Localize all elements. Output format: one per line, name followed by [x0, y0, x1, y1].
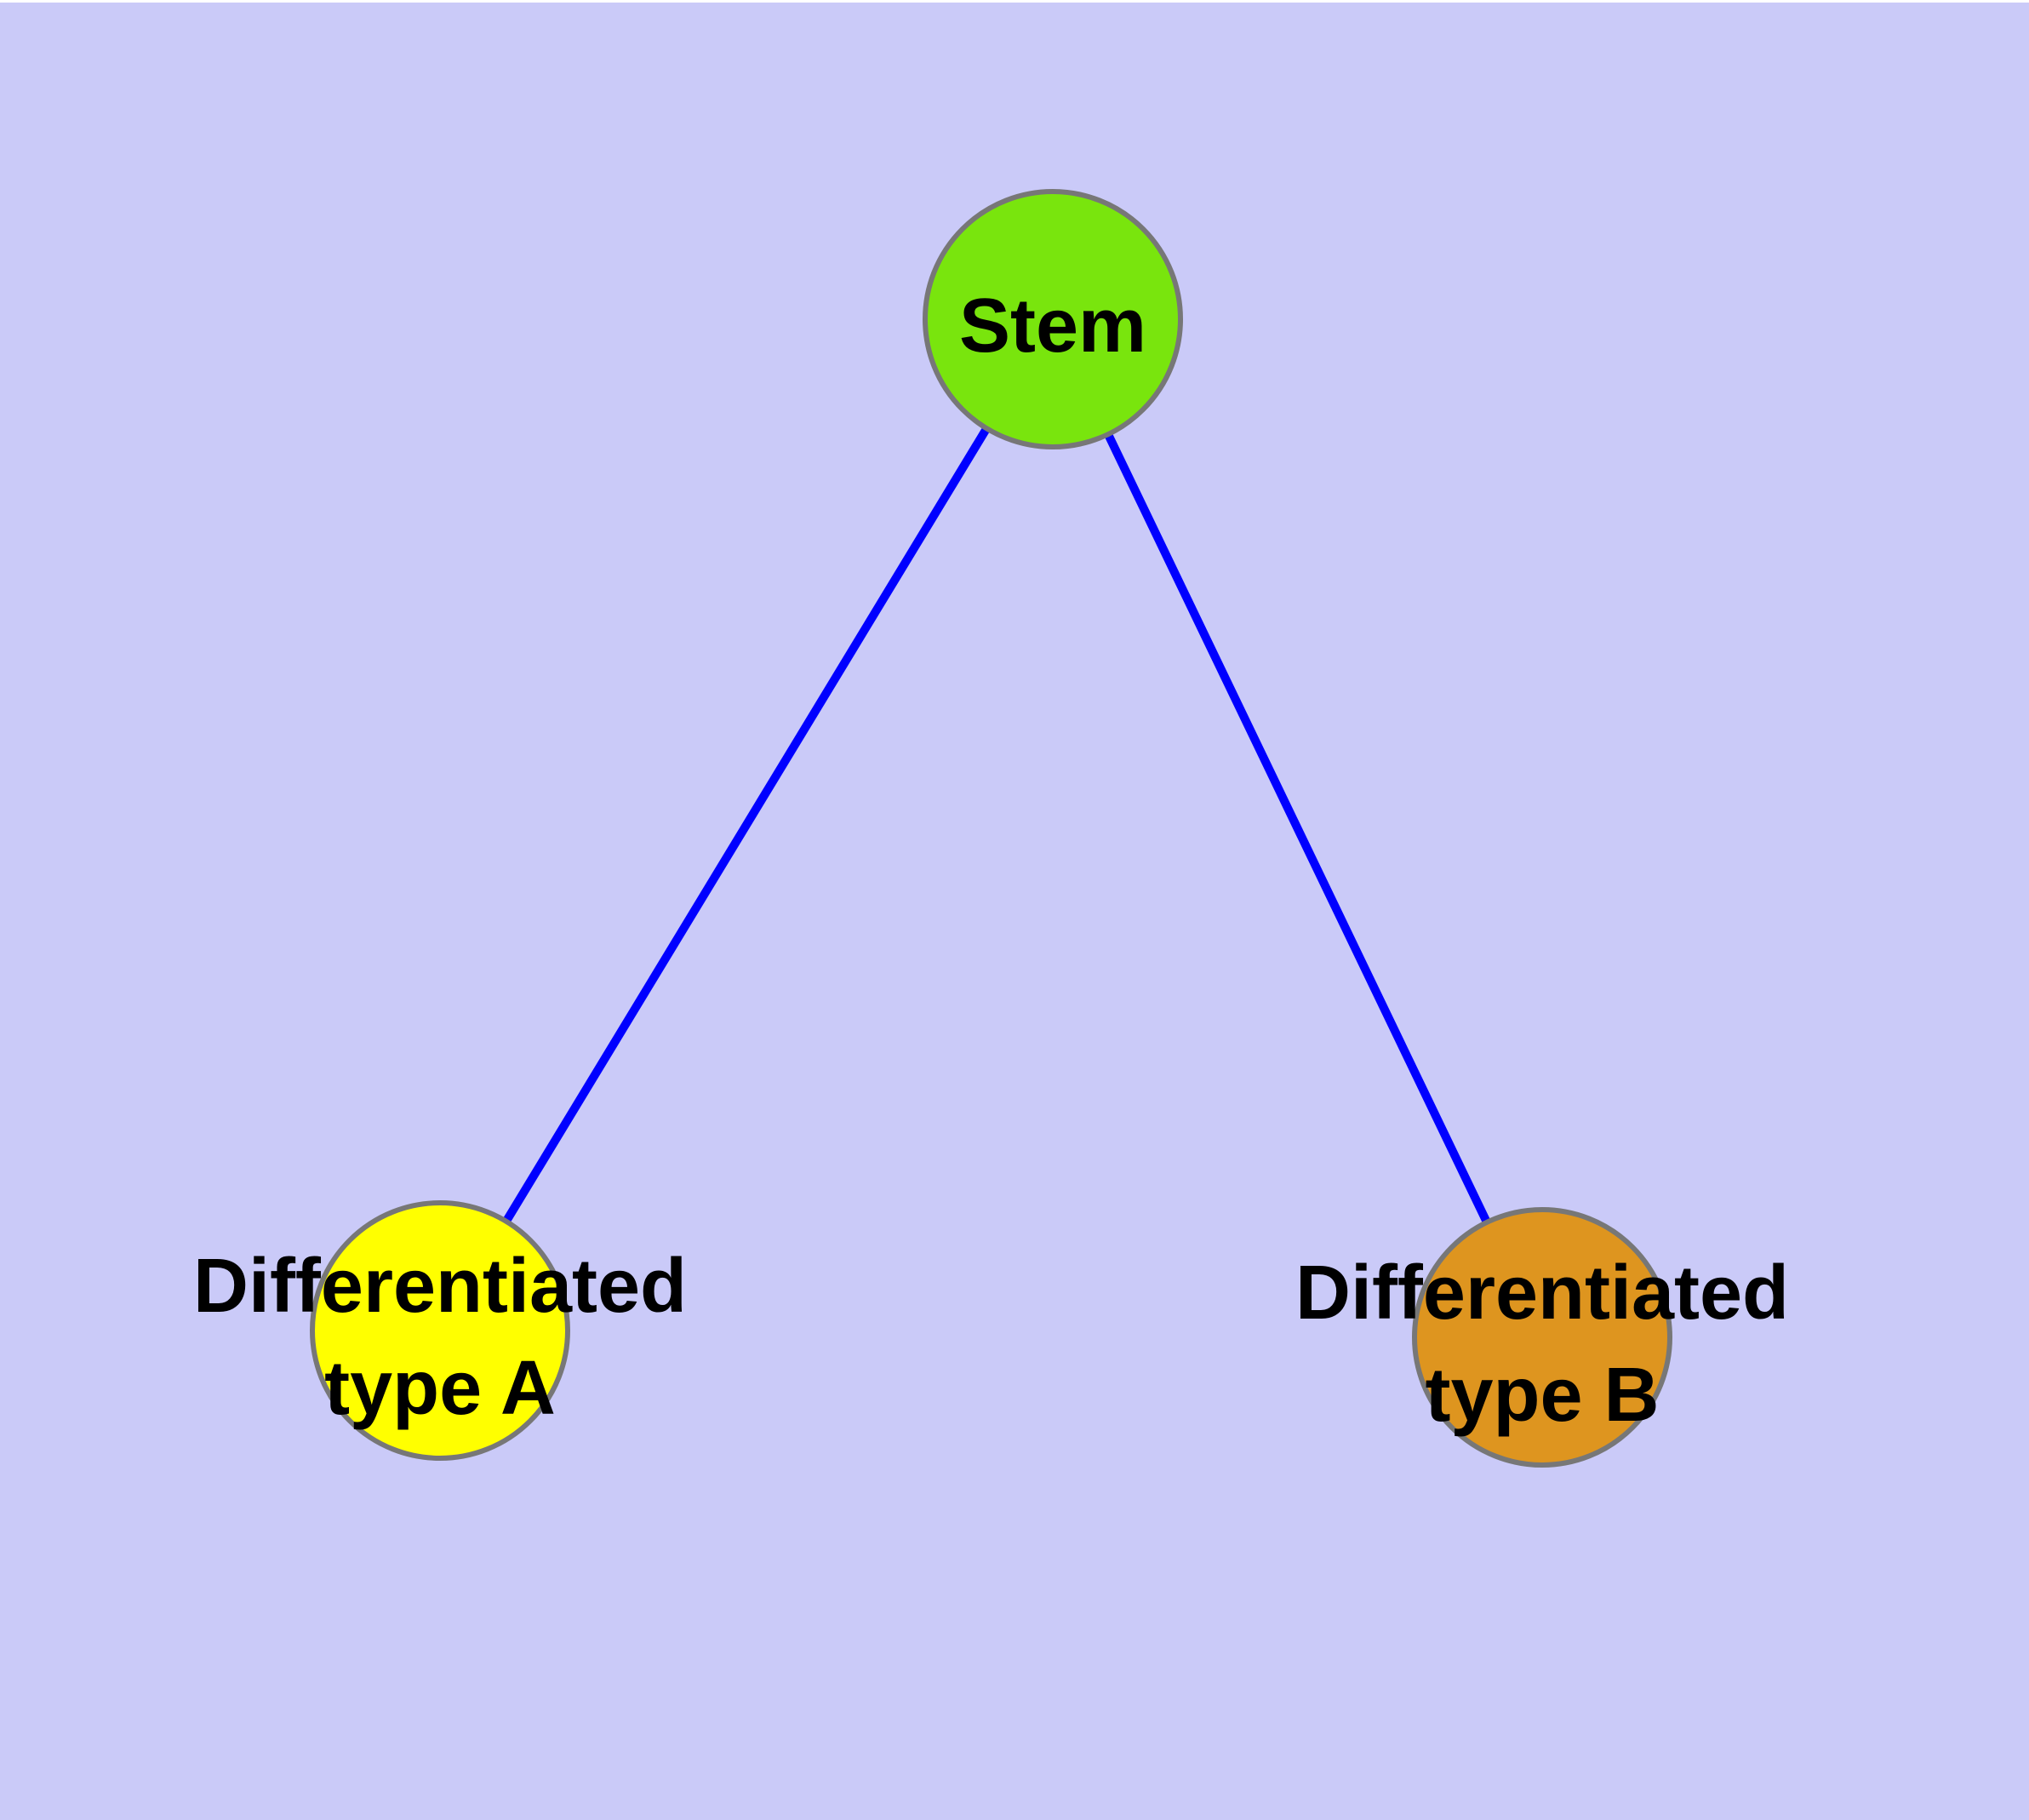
graph-edge-stem-typeB	[1049, 317, 1546, 1340]
node-label-line: Differentiated	[193, 1244, 687, 1329]
node-label-line: type B	[1425, 1353, 1659, 1438]
graph-edge-stem-typeA	[436, 317, 1057, 1333]
node-label-typeA: Differentiated type A	[193, 1244, 687, 1431]
node-label-line: Differentiated	[1295, 1251, 1789, 1336]
node-circle-typeA	[310, 1200, 570, 1461]
node-label-line: type A	[324, 1346, 556, 1431]
node-label-stem: Stem	[959, 283, 1146, 369]
node-label-line: Stem	[959, 283, 1146, 369]
node-label-typeB: Differentiated type B	[1295, 1251, 1789, 1438]
node-circle-typeB	[1412, 1207, 1672, 1468]
node-circle-stem	[923, 189, 1183, 449]
